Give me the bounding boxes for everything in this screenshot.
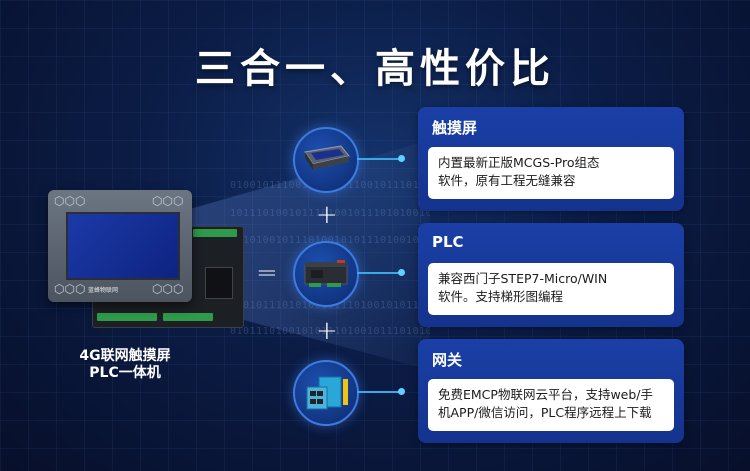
device-label-line1: 4G联网触摸屏: [79, 348, 171, 364]
card-body: 内置最新正版MCGS-Pro组态 软件，原有工程无缝兼容: [428, 147, 674, 199]
plus-sign: +: [316, 316, 338, 346]
page-title: 三合一、高性价比: [195, 46, 555, 92]
card-body-line: 免费EMCP物联网云平台，支持web/手: [438, 387, 654, 402]
plus-sign: +: [316, 200, 338, 230]
card-body-line: 兼容西门子STEP7-Micro/WIN: [438, 271, 608, 286]
card-body-line: 软件，原有工程无缝兼容: [438, 173, 576, 188]
feature-card-touchscreen: 触摸屏 内置最新正版MCGS-Pro组态 软件，原有工程无缝兼容: [418, 107, 684, 211]
binary-decoration: 0101110100101011101001011101010010111: [230, 326, 430, 340]
connector-dot: [398, 155, 405, 162]
hmi-screen: [66, 212, 180, 280]
hmi-plc-device-image: ⬡⬡⬡ ⬡⬡⬡ ⬡⬡⬡ ⬡⬡⬡ 蓝蜂物联网: [48, 190, 248, 340]
plc-icon: [293, 241, 359, 307]
card-title: 网关: [432, 351, 463, 369]
card-body: 兼容西门子STEP7-Micro/WIN 软件。支持梯形图编程: [428, 263, 674, 315]
binary-decoration: 0110100101110100101011101001011010101: [230, 235, 430, 249]
binary-decoration: 1011101001011101001011101010010111010: [230, 208, 430, 222]
feature-card-plc: PLC 兼容西门子STEP7-Micro/WIN 软件。支持梯形图编程: [418, 223, 684, 327]
card-body-line: 机APP/微信访问，PLC程序远程上下载: [438, 405, 652, 420]
gateway-icon: [293, 360, 359, 426]
device-label-line2: PLC一体机: [89, 365, 161, 381]
card-body: 免费EMCP物联网云平台，支持web/手 机APP/微信访问，PLC程序远程上下…: [428, 379, 674, 431]
equals-sign: =: [256, 258, 278, 288]
brand-text: 蓝蜂物联网: [88, 287, 119, 294]
touchscreen-icon: [293, 127, 359, 193]
device-label: 4G联网触摸屏 PLC一体机: [60, 348, 190, 382]
connector-dot: [398, 269, 405, 276]
hmi-bezel: ⬡⬡⬡ ⬡⬡⬡ ⬡⬡⬡ ⬡⬡⬡ 蓝蜂物联网: [48, 190, 192, 302]
connector-line: [357, 272, 401, 274]
card-title: 触摸屏: [432, 119, 478, 137]
connector-line: [357, 391, 401, 393]
card-body-line: 软件。支持梯形图编程: [438, 289, 564, 304]
connector-line: [357, 158, 401, 160]
card-title: PLC: [432, 233, 464, 251]
card-body-line: 内置最新正版MCGS-Pro组态: [438, 155, 600, 170]
feature-card-gateway: 网关 免费EMCP物联网云平台，支持web/手 机APP/微信访问，PLC程序远…: [418, 339, 684, 443]
connector-dot: [398, 388, 405, 395]
